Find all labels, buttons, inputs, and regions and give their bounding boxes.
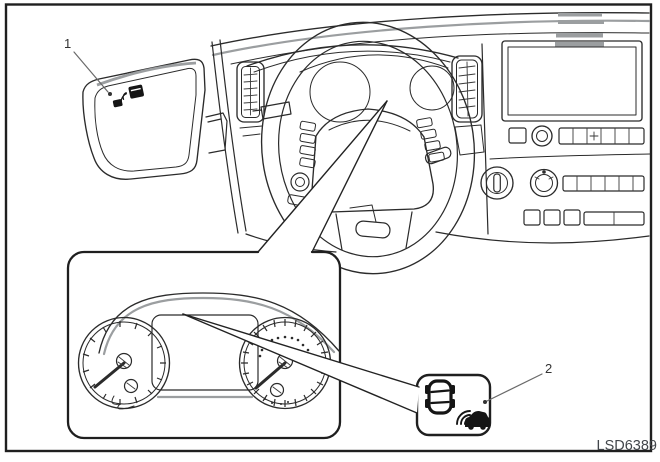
callout-1-label: 1 [64,36,71,51]
magnifier-wedge-indicator [182,313,420,414]
cluster-display [151,314,259,399]
callout-1-leader [73,51,109,93]
climate-controls [529,168,645,198]
lower-switch-row [523,209,645,226]
blind-spot-warning-vehicle-detection-icon [425,379,490,430]
audio-controls [489,125,651,160]
magnifier-wedge-cluster [257,100,388,253]
callout-1: 1 [64,36,112,96]
blind-spot-warning-indicator-icon [112,84,144,108]
steering-switches-left [299,120,317,169]
steering-switches-right [416,117,445,163]
callout-2: 2 [483,361,552,404]
dash-trim-bars [555,13,604,47]
side-mirror [82,58,228,180]
callout-2-leader [486,373,543,402]
instrument-cluster-inset [66,250,342,440]
center-air-vent-icon [451,55,485,156]
infotainment-screen [501,40,643,122]
callout-2-label: 2 [545,361,552,376]
figure-code: LSD6389 [597,438,657,454]
dashboard [210,12,651,253]
ignition-knob-icon [480,166,514,200]
figure-frame [4,3,653,453]
steering-wheel [252,21,476,275]
left-air-vent-icon [236,61,265,137]
speedometer-gauge [77,316,171,410]
